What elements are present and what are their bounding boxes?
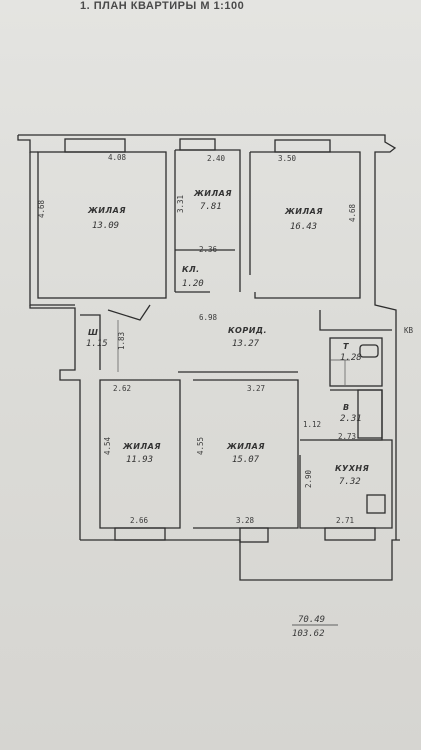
toilet-fixture — [359, 344, 379, 358]
shaft-walls — [80, 314, 101, 370]
room-area-toilet: 1.28 — [340, 353, 362, 363]
dim-6-98: 6.98 — [199, 313, 218, 322]
corridor-right — [319, 310, 392, 331]
dim-2-90: 2.90 — [304, 469, 313, 488]
dim-4-68-left: 4.68 — [37, 199, 46, 218]
room-living-5-walls — [193, 379, 299, 529]
dim-2-71: 2.71 — [336, 516, 354, 525]
room-name-5: ЖИЛАЯ — [226, 442, 265, 451]
room-name-bath: В — [343, 403, 350, 412]
room-name-closet: КЛ. — [182, 265, 200, 274]
dim-4-08: 4.08 — [108, 153, 127, 162]
window-room-1 — [64, 138, 126, 153]
dim-3-28: 3.28 — [236, 516, 255, 525]
room-name-2: ЖИЛАЯ — [193, 189, 232, 198]
dim-4-55: 4.55 — [196, 437, 205, 455]
stove — [366, 494, 386, 514]
room-area-5: 15.07 — [232, 455, 260, 465]
dim-1-83: 1.83 — [117, 332, 126, 350]
dim-4-68-right: 4.68 — [348, 203, 357, 222]
wall-left — [29, 152, 75, 306]
dim-2-66: 2.66 — [130, 516, 149, 525]
room-area-closet: 1.20 — [182, 279, 204, 289]
room-living-4-walls — [99, 379, 181, 529]
room-area-shaft: 1.15 — [86, 339, 108, 349]
room-area-kitchen: 7.32 — [339, 477, 361, 487]
room-area-bath: 2.31 — [340, 414, 362, 424]
partition-lines — [330, 359, 350, 385]
dim-3-31: 3.31 — [176, 195, 185, 213]
edge-marker: KB — [404, 326, 414, 335]
room-name-4: ЖИЛАЯ — [122, 442, 161, 451]
dim-2-40: 2.40 — [207, 154, 226, 163]
room-name-toilet: Т — [343, 342, 349, 351]
dim-3-50: 3.50 — [278, 154, 297, 163]
window-room-4 — [114, 527, 166, 541]
room-area-3: 16.43 — [290, 222, 317, 232]
dim-3-27: 3.27 — [247, 384, 265, 393]
room-name-corridor: КОРИД. — [228, 326, 267, 335]
kitchen-walls — [299, 439, 393, 529]
outer-wall-left-top — [17, 135, 38, 153]
toilet-room — [329, 337, 383, 387]
window-kitchen — [324, 527, 376, 541]
dim-4-54: 4.54 — [103, 436, 112, 455]
dim-2-62: 2.62 — [113, 384, 131, 393]
total-living-area: 70.49 — [298, 615, 325, 625]
window-room-2 — [179, 138, 216, 151]
dim-2-73: 2.73 — [338, 432, 356, 441]
room-area-4: 11.93 — [126, 455, 153, 465]
room-name-shaft: Ш — [88, 328, 98, 337]
outer-wall-bottom — [80, 539, 400, 581]
window-room-3 — [274, 139, 331, 153]
wall-left-lower — [29, 305, 81, 540]
window-room-5 — [239, 527, 269, 543]
plan-title: 1. ПЛАН КВАРТИРЫ М 1:100 — [80, 0, 245, 12]
room-area-1: 13.09 — [92, 221, 119, 231]
total-area: 103.62 — [292, 629, 325, 639]
room-name-3: ЖИЛАЯ — [284, 207, 323, 216]
room-area-corridor: 13.27 — [232, 339, 260, 349]
corridor-entry — [107, 304, 151, 321]
room-area-2: 7.81 — [200, 202, 222, 212]
outer-wall-top — [18, 134, 397, 318]
dim-2-36: 2.36 — [199, 245, 218, 254]
dim-1-12: 1.12 — [303, 420, 321, 429]
room-name-kitchen: КУХНЯ — [335, 464, 369, 473]
room-name-1: ЖИЛАЯ — [87, 206, 126, 215]
